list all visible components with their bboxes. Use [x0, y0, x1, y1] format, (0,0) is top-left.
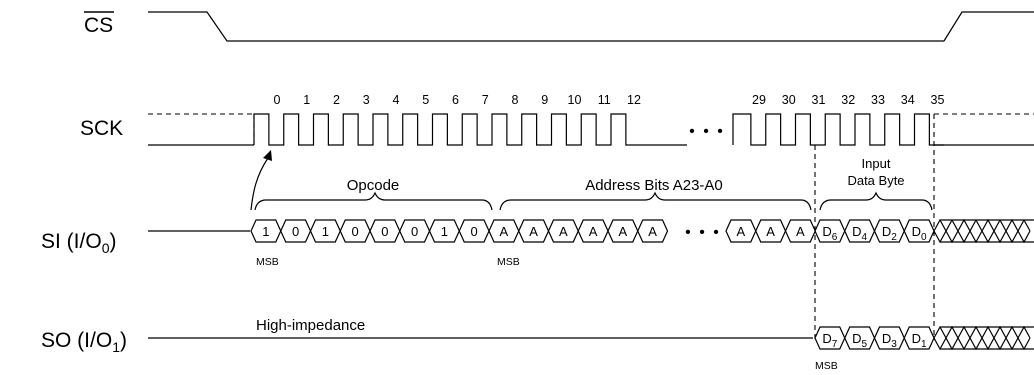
clock-label-12: 12 [627, 93, 641, 107]
si-ellipsis: • • • [685, 224, 721, 241]
so-signal-label: SO (I/O1) [41, 329, 127, 355]
si-address-last-bit-2: A [796, 224, 805, 239]
si-opcode-bit-4: 0 [381, 224, 388, 239]
input-data-label-line2: Data Byte [847, 173, 904, 188]
so-dont-care [933, 325, 1034, 351]
clock-label-32: 32 [841, 93, 855, 107]
so-data-bit-0: D7 [822, 331, 837, 350]
clock-label-0: 0 [274, 93, 281, 107]
so-data-bit-2: D3 [882, 331, 897, 350]
si-waveform: 1 0 1 0 0 0 1 0 A A A A A A A A A D6 D4 D2 D0 • • • [148, 218, 1034, 244]
si-opcode-bit-7: 0 [471, 224, 478, 239]
clock-label-2: 2 [333, 93, 340, 107]
clock-label-8: 8 [512, 93, 519, 107]
si-data-bit-2: D2 [882, 224, 897, 243]
high-impedance-label: High-impedance [256, 317, 365, 334]
clock-label-10: 10 [568, 93, 582, 107]
si-address-bit-2: A [559, 224, 568, 239]
clock-label-9: 9 [541, 93, 548, 107]
clock-label-1: 1 [303, 93, 310, 107]
si-address-last-bit-0: A [737, 224, 746, 239]
clock-edge-arrow [250, 157, 269, 211]
so-data-bit-3: D1 [912, 331, 927, 350]
sck-waveform: • • • [148, 113, 1034, 146]
so-data-bit-1: D5 [852, 331, 867, 350]
si-opcode-bit-1: 0 [292, 224, 299, 239]
clock-label-3: 3 [363, 93, 370, 107]
si-address-bit-5-cell [637, 219, 669, 243]
opcode-brace [254, 191, 493, 211]
arrowhead-icon [263, 150, 272, 161]
clock-label-7: 7 [482, 93, 489, 107]
si-address-bit-4: A [619, 224, 628, 239]
cs-signal-label: CS [84, 14, 113, 37]
input-data-brace [819, 191, 933, 211]
clock-label-29: 29 [752, 93, 766, 107]
input-data-label-line1: Input [862, 156, 891, 171]
si-signal-label: SI (I/O0) [41, 230, 116, 256]
clock-label-5: 5 [422, 93, 429, 107]
so-msb-label: MSB [815, 360, 838, 372]
cs-waveform [148, 11, 1034, 42]
clock-label-30: 30 [782, 93, 796, 107]
si-address-msb-label: MSB [497, 256, 520, 268]
si-opcode-bit-5: 0 [411, 224, 418, 239]
clock-label-34: 34 [901, 93, 915, 107]
opcode-label: Opcode [347, 177, 400, 194]
clock-label-4: 4 [393, 93, 400, 107]
clock-label-33: 33 [871, 93, 885, 107]
si-data-bit-1: D4 [852, 224, 867, 243]
so-waveform: High-impedance D7 D5 D3 D1 [148, 317, 1034, 351]
si-data-bit-0: D6 [822, 224, 837, 243]
si-address-bit-3: A [589, 224, 598, 239]
si-address-last-bit-1: A [766, 224, 775, 239]
sck-ellipsis: • • • [689, 123, 725, 140]
si-data-bit-3: D0 [912, 224, 927, 243]
sck-signal-label: SCK [80, 117, 123, 140]
address-brace [499, 191, 812, 211]
si-opcode-msb-label: MSB [256, 256, 279, 268]
si-opcode-bit-2: 1 [322, 224, 329, 239]
clock-label-11: 11 [598, 93, 611, 107]
si-address-bit-1: A [529, 224, 538, 239]
si-dont-care [933, 218, 1034, 244]
si-address-bit-0: A [500, 224, 509, 239]
clock-label-6: 6 [452, 93, 459, 107]
address-label: Address Bits A23-A0 [585, 177, 723, 194]
si-opcode-bit-3: 0 [352, 224, 359, 239]
clock-label-31: 31 [812, 93, 826, 107]
clock-label-35: 35 [931, 93, 945, 107]
si-address-bit-5: A [648, 224, 657, 239]
si-opcode-bit-6: 1 [441, 224, 448, 239]
si-opcode-bit-0: 1 [262, 224, 269, 239]
